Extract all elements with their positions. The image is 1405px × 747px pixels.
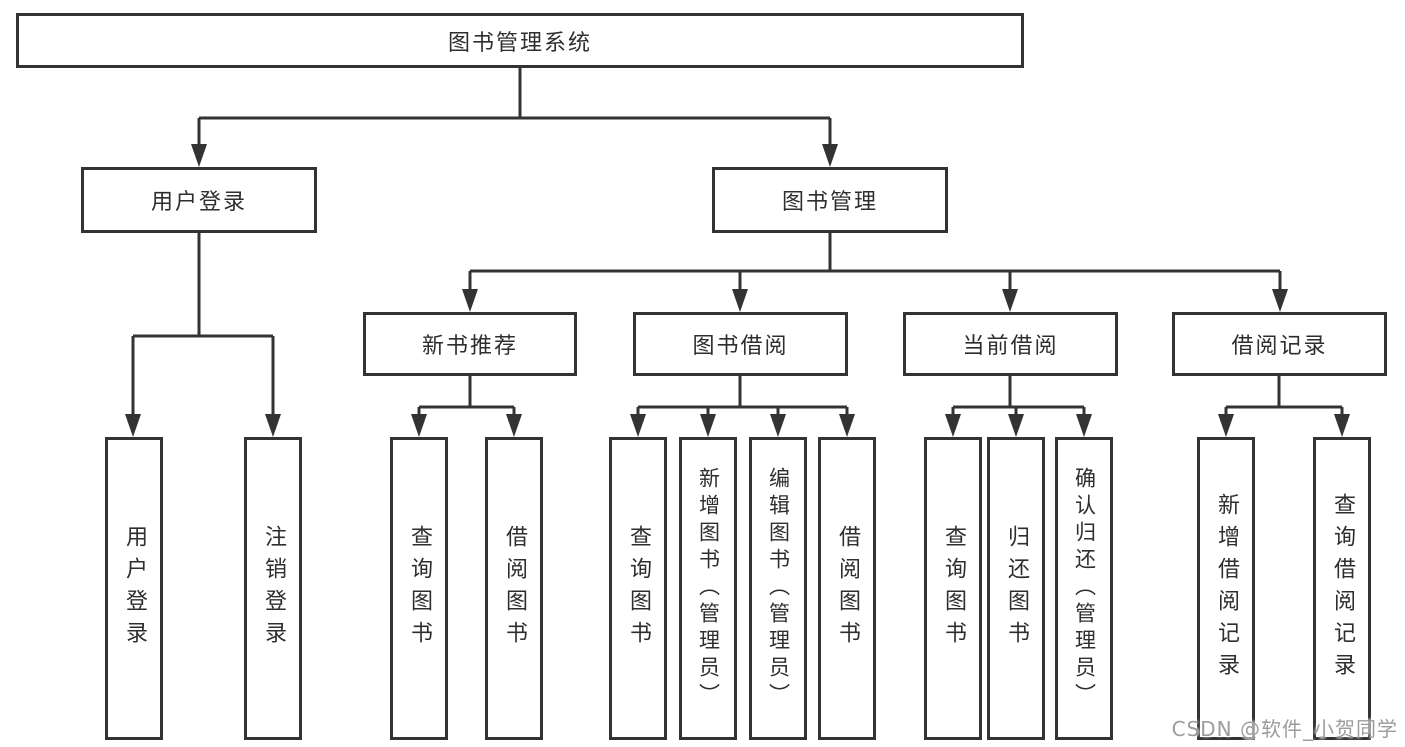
- node-borrowing-records: 借阅记录: [1172, 312, 1387, 376]
- leaf-label: 查询图书: [626, 524, 651, 653]
- node-label: 新书推荐: [421, 334, 518, 359]
- arrowhead: [265, 414, 281, 437]
- node-label: 图书管理: [781, 190, 878, 215]
- leaf-borrowing-add-books-admin: 新增图书（管理员）: [679, 437, 737, 740]
- arrowhead: [822, 144, 838, 167]
- arrowhead: [732, 289, 748, 312]
- arrowhead: [462, 289, 478, 312]
- leaf-label: 借阅图书: [502, 524, 527, 653]
- node-book-management: 图书管理: [712, 167, 948, 233]
- arrowhead: [506, 414, 522, 437]
- leaf-label: 确认归还（管理员）: [1072, 467, 1097, 710]
- arrowheads: [125, 144, 1350, 437]
- arrowhead: [1272, 289, 1288, 312]
- leaf-label: 查询图书: [407, 524, 432, 653]
- arrowhead: [1334, 414, 1350, 437]
- leaf-label: 查询图书: [941, 524, 966, 653]
- node-label: 图书管理系统: [447, 30, 592, 56]
- leaf-label: 借阅图书: [835, 524, 860, 653]
- arrowhead: [770, 414, 786, 437]
- arrowhead: [191, 144, 207, 167]
- arrowhead: [1218, 414, 1234, 437]
- leaf-current-query-books: 查询图书: [924, 437, 982, 740]
- leaf-label: 用户登录: [122, 524, 147, 653]
- leaf-label: 注销登录: [261, 524, 286, 653]
- node-user-login: 用户登录: [81, 167, 317, 233]
- node-label: 借阅记录: [1231, 334, 1328, 359]
- node-label: 图书借阅: [692, 334, 789, 359]
- node-system-root: 图书管理系统: [16, 13, 1024, 68]
- arrowhead: [1008, 414, 1024, 437]
- node-current-borrowing: 当前借阅: [903, 312, 1118, 376]
- leaf-current-return-books: 归还图书: [987, 437, 1045, 740]
- leaf-records-query-record: 查询借阅记录: [1313, 437, 1371, 740]
- arrowhead: [125, 414, 141, 437]
- node-label: 用户登录: [150, 190, 247, 215]
- arrowhead: [839, 414, 855, 437]
- leaf-current-confirm-return-admin: 确认归还（管理员）: [1055, 437, 1113, 740]
- leaf-newbooks-borrow-books: 借阅图书: [485, 437, 543, 740]
- arrowhead: [630, 414, 646, 437]
- arrowhead: [945, 414, 961, 437]
- leaf-records-add-record: 新增借阅记录: [1197, 437, 1255, 740]
- leaf-label: 编辑图书（管理员）: [766, 467, 791, 710]
- leaf-borrowing-edit-books-admin: 编辑图书（管理员）: [749, 437, 807, 740]
- leaf-borrowing-borrow-books: 借阅图书: [818, 437, 876, 740]
- leaf-user-login: 用户登录: [105, 437, 163, 740]
- leaf-label: 新增图书（管理员）: [696, 467, 721, 710]
- leaf-borrowing-query-books: 查询图书: [609, 437, 667, 740]
- arrowhead: [1002, 289, 1018, 312]
- arrowhead: [1076, 414, 1092, 437]
- connector-path: [131, 68, 1344, 420]
- arrowhead: [411, 414, 427, 437]
- leaf-label: 查询借阅记录: [1330, 492, 1355, 685]
- leaf-logout: 注销登录: [244, 437, 302, 740]
- leaf-newbooks-query-books: 查询图书: [390, 437, 448, 740]
- node-book-borrowing: 图书借阅: [633, 312, 848, 376]
- node-label: 当前借阅: [962, 334, 1059, 359]
- watermark: CSDN @软件_小贺同学: [1171, 717, 1398, 741]
- arrowhead: [700, 414, 716, 437]
- leaf-label: 归还图书: [1004, 524, 1029, 653]
- leaf-label: 新增借阅记录: [1214, 492, 1239, 685]
- node-new-book-recommendation: 新书推荐: [363, 312, 577, 376]
